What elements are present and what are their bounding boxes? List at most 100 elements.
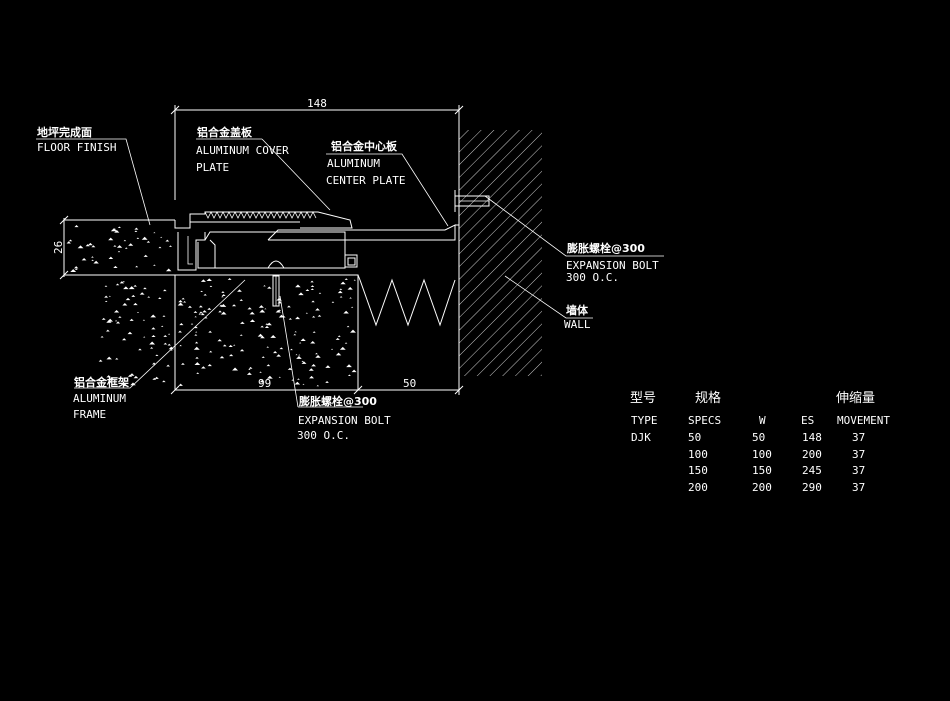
- aggregate-dot: [232, 367, 239, 371]
- aggregate-dot: [207, 307, 212, 310]
- aggregate-dot: [106, 356, 112, 360]
- aggregate-dot: [278, 309, 281, 311]
- aggregate-dot: [113, 245, 117, 247]
- aggregate-dot: [263, 285, 266, 287]
- aggregate-dot: [248, 366, 253, 369]
- aggregate-dot: [123, 286, 129, 290]
- aggregate-dot: [179, 344, 182, 347]
- dim-50-text: 50: [403, 377, 416, 390]
- row-w: 50: [752, 431, 765, 444]
- aggregate-dot: [257, 333, 264, 337]
- aggregate-dot: [136, 312, 140, 314]
- aggregate-dot: [178, 299, 183, 303]
- aggregate-dot: [146, 240, 151, 243]
- cover-plate-en2: PLATE: [196, 161, 229, 174]
- aggregate-dot: [199, 311, 203, 314]
- aggregate-dot: [337, 290, 343, 294]
- aggregate-dot: [315, 352, 318, 355]
- aggregate-dot: [160, 236, 163, 238]
- aggregate-dot: [287, 305, 291, 308]
- aggregate-dot: [295, 354, 298, 356]
- aggregate-dot: [290, 348, 293, 351]
- aggregate-dot: [118, 316, 122, 318]
- aggregate-dot: [93, 260, 99, 264]
- aluminum-frame: [174, 220, 358, 307]
- aggregate-dot: [248, 368, 251, 371]
- dim-99-text: 99: [258, 377, 271, 390]
- aggregate-dot: [239, 349, 245, 352]
- aggregate-dot: [130, 382, 136, 386]
- aggregate-dot: [229, 354, 234, 357]
- aggregate-dot: [114, 309, 120, 313]
- aggregate-dot: [228, 344, 233, 347]
- aggregate-dot: [136, 237, 140, 239]
- aggregate-dot: [315, 355, 321, 358]
- cover-plate-cn: 铝合金盖板: [197, 125, 253, 139]
- spec-table: 型号 规格 伸缩量 TYPE SPECS W ES MOVEMENT DJK 5…: [630, 390, 890, 494]
- aggregate-dot: [264, 325, 270, 328]
- aggregate-dot: [101, 317, 106, 320]
- aggregate-dot: [221, 291, 225, 293]
- aggregate-dot: [298, 354, 301, 356]
- aggregate-dot: [220, 311, 227, 315]
- aggregate-dot: [187, 305, 192, 308]
- aggregate-dot: [202, 310, 207, 313]
- aggregate-dot: [331, 348, 334, 350]
- aggregate-dot: [162, 380, 166, 383]
- aggregate-dot: [266, 364, 271, 367]
- aggregate-dot: [135, 265, 139, 268]
- aggregate-dot: [308, 368, 314, 371]
- aggregate-dot: [198, 305, 203, 308]
- aggregate-dot: [106, 329, 110, 332]
- aggregate-dot: [305, 312, 308, 314]
- table-header-type-en: TYPE: [631, 414, 658, 427]
- aggregate-dot: [122, 383, 128, 387]
- aggregate-dot: [122, 280, 125, 283]
- aggregate-dot: [150, 347, 154, 349]
- table-header-specs-cn: 规格: [695, 390, 721, 406]
- aggregate-dot: [309, 375, 315, 379]
- aggregate-dot: [177, 302, 184, 306]
- aggregate-dot: [310, 280, 314, 283]
- aggregate-dot: [203, 293, 207, 296]
- aggregate-dot: [294, 381, 301, 385]
- aggregate-dot: [194, 362, 201, 365]
- aggregate-dot: [297, 378, 300, 380]
- aggregate-dot: [151, 334, 156, 338]
- aggregate-dot: [340, 281, 346, 285]
- aggregate-dot: [301, 360, 304, 362]
- aggregate-dot: [259, 371, 262, 373]
- center-plate-en1: ALUMINUM: [327, 157, 380, 170]
- aggregate-dot: [125, 297, 131, 301]
- aggregate-dot: [116, 321, 121, 324]
- aluminum-cover-plate: [189, 211, 353, 229]
- bolt-bottom-en1: EXPANSION BOLT: [298, 414, 391, 427]
- aggregate-dot: [351, 306, 354, 308]
- aggregate-dot: [150, 314, 157, 318]
- aggregate-dot: [88, 242, 93, 246]
- aggregate-dot: [147, 296, 151, 298]
- aggregate-dot: [195, 357, 199, 359]
- table-row: 100 100 200 37: [688, 448, 865, 461]
- dim-148-text: 148: [307, 97, 327, 110]
- aggregate-dot: [193, 346, 200, 350]
- row-specs: 150: [688, 464, 708, 477]
- concrete-aggregate: [66, 225, 357, 387]
- row-w: 150: [752, 464, 772, 477]
- table-header-es: ES: [801, 414, 814, 427]
- aggregate-dot: [279, 347, 284, 350]
- aggregate-dot: [70, 269, 77, 273]
- aggregate-dot: [239, 334, 243, 336]
- floor-finish-cn: 地坪完成面: [37, 125, 92, 139]
- aggregate-dot: [127, 331, 133, 335]
- table-header-type-cn: 型号: [630, 391, 656, 406]
- aggregate-dot: [209, 350, 213, 353]
- aggregate-dot: [207, 363, 212, 367]
- aggregate-dot: [339, 288, 343, 290]
- aggregate-dot: [194, 326, 198, 329]
- aggregate-dot: [346, 364, 352, 368]
- row-w: 100: [752, 448, 772, 461]
- aggregate-dot: [300, 338, 306, 341]
- aggregate-dot: [298, 292, 304, 296]
